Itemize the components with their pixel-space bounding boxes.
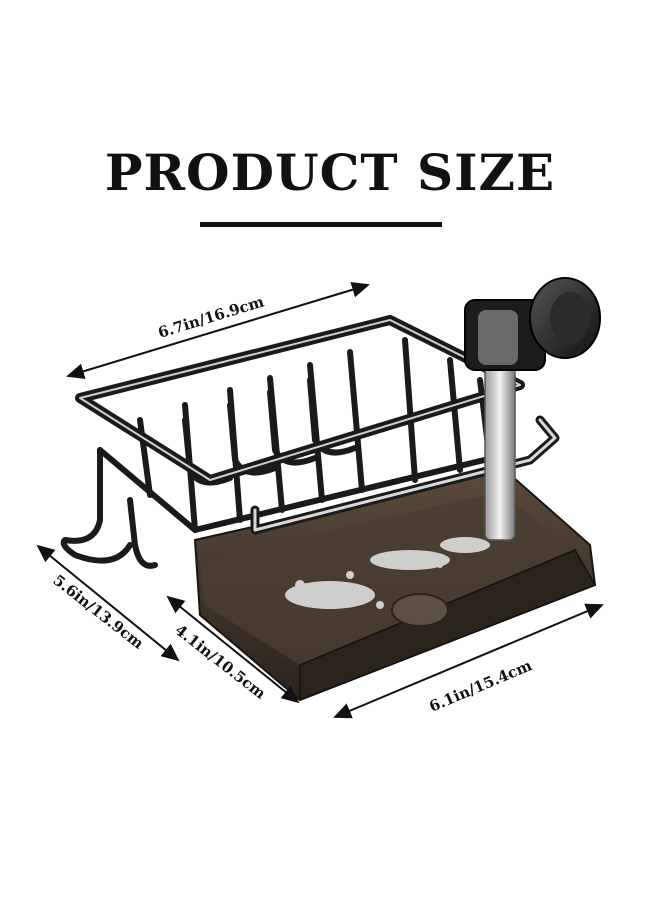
drain-plug-icon bbox=[391, 593, 449, 627]
arrow-bottom-length bbox=[333, 603, 604, 719]
dimension-arrows bbox=[36, 281, 604, 719]
label-left-depth: 5.6in/13.9cm bbox=[50, 571, 148, 653]
arrow-left-depth bbox=[36, 544, 180, 662]
title-underline bbox=[200, 222, 442, 227]
water-splash-icon bbox=[285, 537, 490, 609]
arrow-top-length bbox=[66, 281, 370, 380]
page-title: PRODUCT SIZE bbox=[104, 143, 556, 202]
arrow-inner-depth bbox=[166, 595, 300, 704]
faucet-clamp bbox=[464, 277, 601, 541]
label-bottom-length: 6.1in/15.4cm bbox=[427, 656, 535, 715]
drain-tray bbox=[193, 468, 597, 702]
label-top-length: 6.7in/16.9cm bbox=[156, 292, 266, 341]
